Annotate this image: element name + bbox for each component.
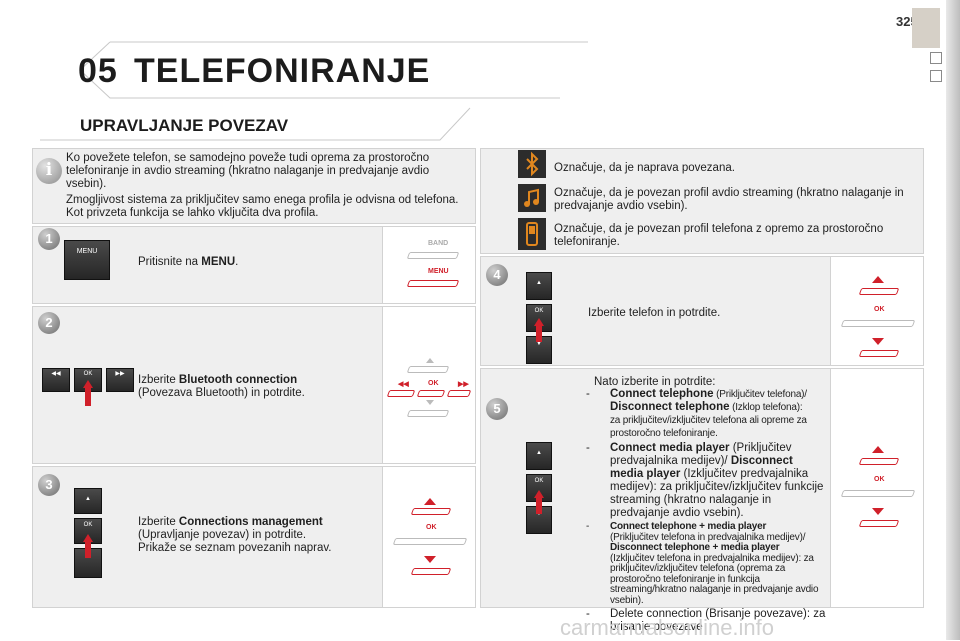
press-arrow-icon (534, 490, 544, 498)
press-arrow-stem (536, 326, 542, 342)
list-item: - Connect telephone + media player(Prikl… (586, 521, 819, 606)
band-slot (406, 252, 460, 259)
step-2-number: 2 (38, 312, 60, 334)
band-label: BAND (428, 240, 449, 247)
down-slot (858, 520, 900, 527)
corner-tab (912, 8, 940, 48)
down-red-icon (872, 508, 884, 515)
press-arrow-icon (83, 534, 93, 542)
ok-red-label: OK (426, 524, 437, 531)
section-title: UPRAVLJANJE POVEZAV (80, 116, 289, 135)
step-4-text: Izberite telefon in potrdite. (588, 307, 721, 319)
info-paragraph-1: Ko povežete telefon, se samodejno poveže… (66, 152, 430, 190)
step-4-number: 4 (486, 264, 508, 286)
prev-red-icon: ◀◀ (398, 381, 409, 388)
press-arrow-stem (85, 542, 91, 558)
info-panel (32, 148, 476, 224)
prev-slot (386, 390, 416, 397)
legend-text-streaming: Označuje, da je povezan profil avdio str… (554, 187, 904, 212)
step-5-intro: Nato izberite in potrdite: (594, 376, 716, 388)
up-key[interactable]: ▲ (526, 272, 552, 300)
phone-icon (518, 218, 546, 250)
chapter-title: TELEFONIRANJE (134, 52, 431, 90)
down-red-icon (872, 338, 884, 345)
corner-square-icon (930, 52, 942, 64)
ok-grey-slot (840, 490, 916, 497)
press-arrow-stem (85, 388, 91, 406)
down-slot (858, 350, 900, 357)
corner-square-icon (930, 70, 942, 82)
up-slot (858, 458, 900, 465)
ok-red-label: OK (874, 476, 885, 483)
up-red-icon (424, 498, 436, 505)
ok-red-label: OK (874, 306, 885, 313)
list-item: - Connect telephone (Priključitev telefo… (586, 388, 807, 439)
menu-slot (406, 280, 460, 287)
next-red-icon: ▶▶ (458, 381, 469, 388)
chapter-number: 05 (78, 52, 118, 90)
music-note-icon (518, 184, 546, 212)
list-item: - Delete connection (Brisanje povezave):… (586, 608, 826, 633)
press-arrow-stem (536, 498, 542, 514)
step-2-figure (382, 307, 475, 463)
step-5-figure (830, 369, 923, 607)
ok-slot (416, 390, 446, 397)
step-3-number: 3 (38, 474, 60, 496)
chapter-frame (79, 41, 588, 99)
info-paragraph-2: Zmogljivost sistema za priključitev samo… (66, 194, 459, 219)
watermark: carmanualsonline.info (560, 615, 775, 640)
up-key[interactable]: ▲ (526, 442, 552, 470)
next-key[interactable]: ▶▶ (106, 368, 134, 392)
step-4-figure (830, 257, 923, 365)
step-1-number: 1 (38, 228, 60, 250)
up-grey-icon (426, 358, 434, 363)
step-2-text: Izberite Bluetooth connection(Povezava B… (138, 374, 305, 399)
press-arrow-icon (83, 380, 93, 388)
ok-red-label: OK (428, 380, 439, 387)
down-slot (410, 568, 452, 575)
list-item: - Connect media player (Priključitev pre… (586, 442, 824, 519)
menu-label: MENU (428, 268, 449, 275)
step-3-text: Izberite Connections management(Upravlja… (138, 516, 332, 554)
legend-text-bluetooth: Označuje, da je naprava povezana. (554, 162, 735, 174)
step-5-list: - Connect telephone (Priključitev telefo… (586, 388, 826, 634)
up-key[interactable]: ▲ (74, 488, 102, 514)
up-slot (410, 508, 452, 515)
step-3-figure (382, 467, 475, 607)
press-arrow-icon (534, 318, 544, 326)
step-1-figure (382, 227, 475, 303)
down-grey-icon (426, 400, 434, 405)
prev-key[interactable]: ◀◀ (42, 368, 70, 392)
up-red-icon (872, 276, 884, 283)
up-slot (858, 288, 900, 295)
bluetooth-icon (518, 150, 546, 178)
menu-key[interactable]: MENU (64, 240, 110, 280)
down-grey-slot (406, 410, 450, 417)
info-icon: i (36, 158, 62, 184)
step-5-number: 5 (486, 398, 508, 420)
legend-text-phone: Označuje, da je povezan profil telefona … (554, 223, 884, 248)
step-1-text: Pritisnite na MENU. (138, 256, 239, 268)
section-frame (40, 107, 471, 141)
ok-grey-slot (840, 320, 916, 327)
ok-grey-slot (392, 538, 468, 545)
ok-key[interactable]: OK (74, 518, 102, 544)
up-red-icon (872, 446, 884, 453)
next-slot (446, 390, 472, 397)
up-grey-slot (406, 366, 450, 373)
side-bar (946, 0, 960, 640)
down-red-icon (424, 556, 436, 563)
legend-panel (480, 148, 924, 254)
